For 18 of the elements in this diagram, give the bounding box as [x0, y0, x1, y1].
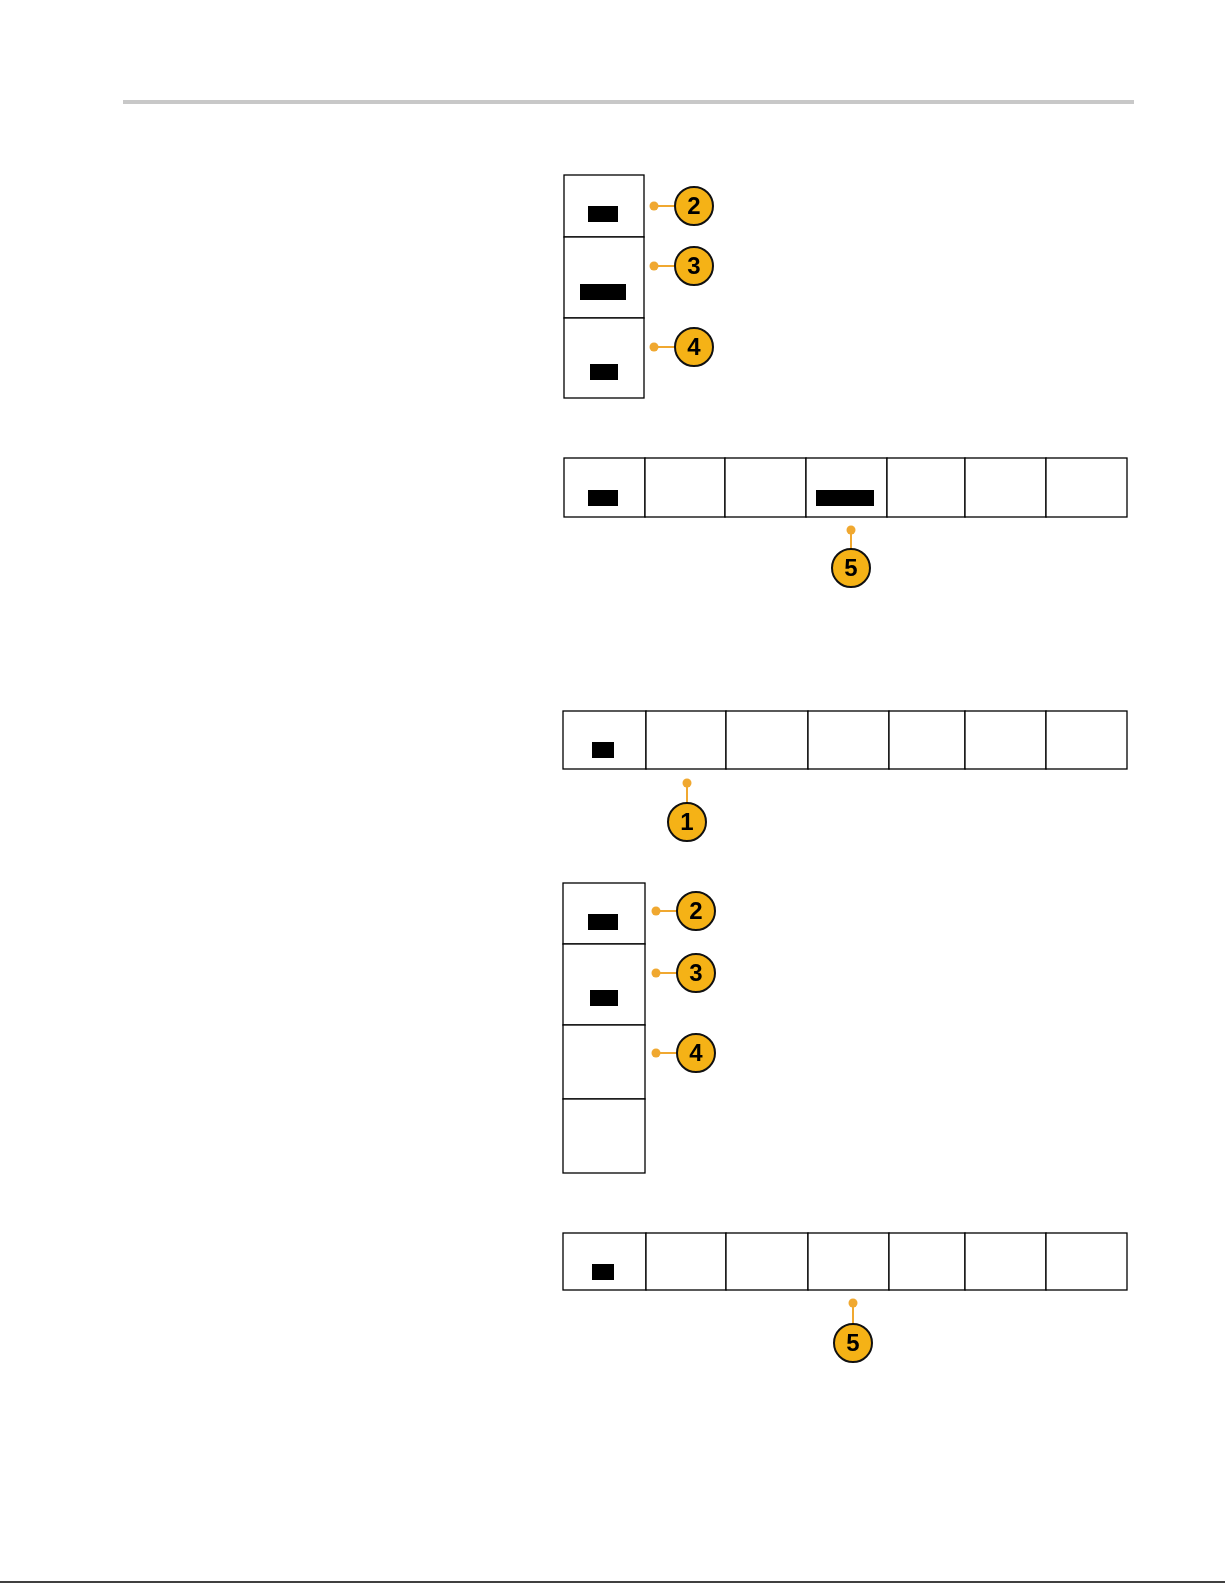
- callout-number: 2: [674, 186, 714, 226]
- leader-line: [651, 968, 677, 978]
- leader-line: [848, 1298, 858, 1324]
- leader-line: [651, 1048, 677, 1058]
- leader-line: [682, 778, 692, 803]
- callout-number: 5: [833, 1323, 873, 1363]
- callout-number: 5: [831, 548, 871, 588]
- leader-line: [649, 201, 675, 211]
- leader-line: [649, 261, 675, 271]
- callout-number: 4: [674, 327, 714, 367]
- callout-number: 2: [676, 891, 716, 931]
- leader-line: [651, 906, 677, 916]
- leader-line: [649, 342, 675, 352]
- callout-number: 3: [676, 953, 716, 993]
- callout-number: 4: [676, 1033, 716, 1073]
- callout-number: 3: [674, 246, 714, 286]
- leader-line: [846, 525, 856, 549]
- callout-number: 1: [667, 802, 707, 842]
